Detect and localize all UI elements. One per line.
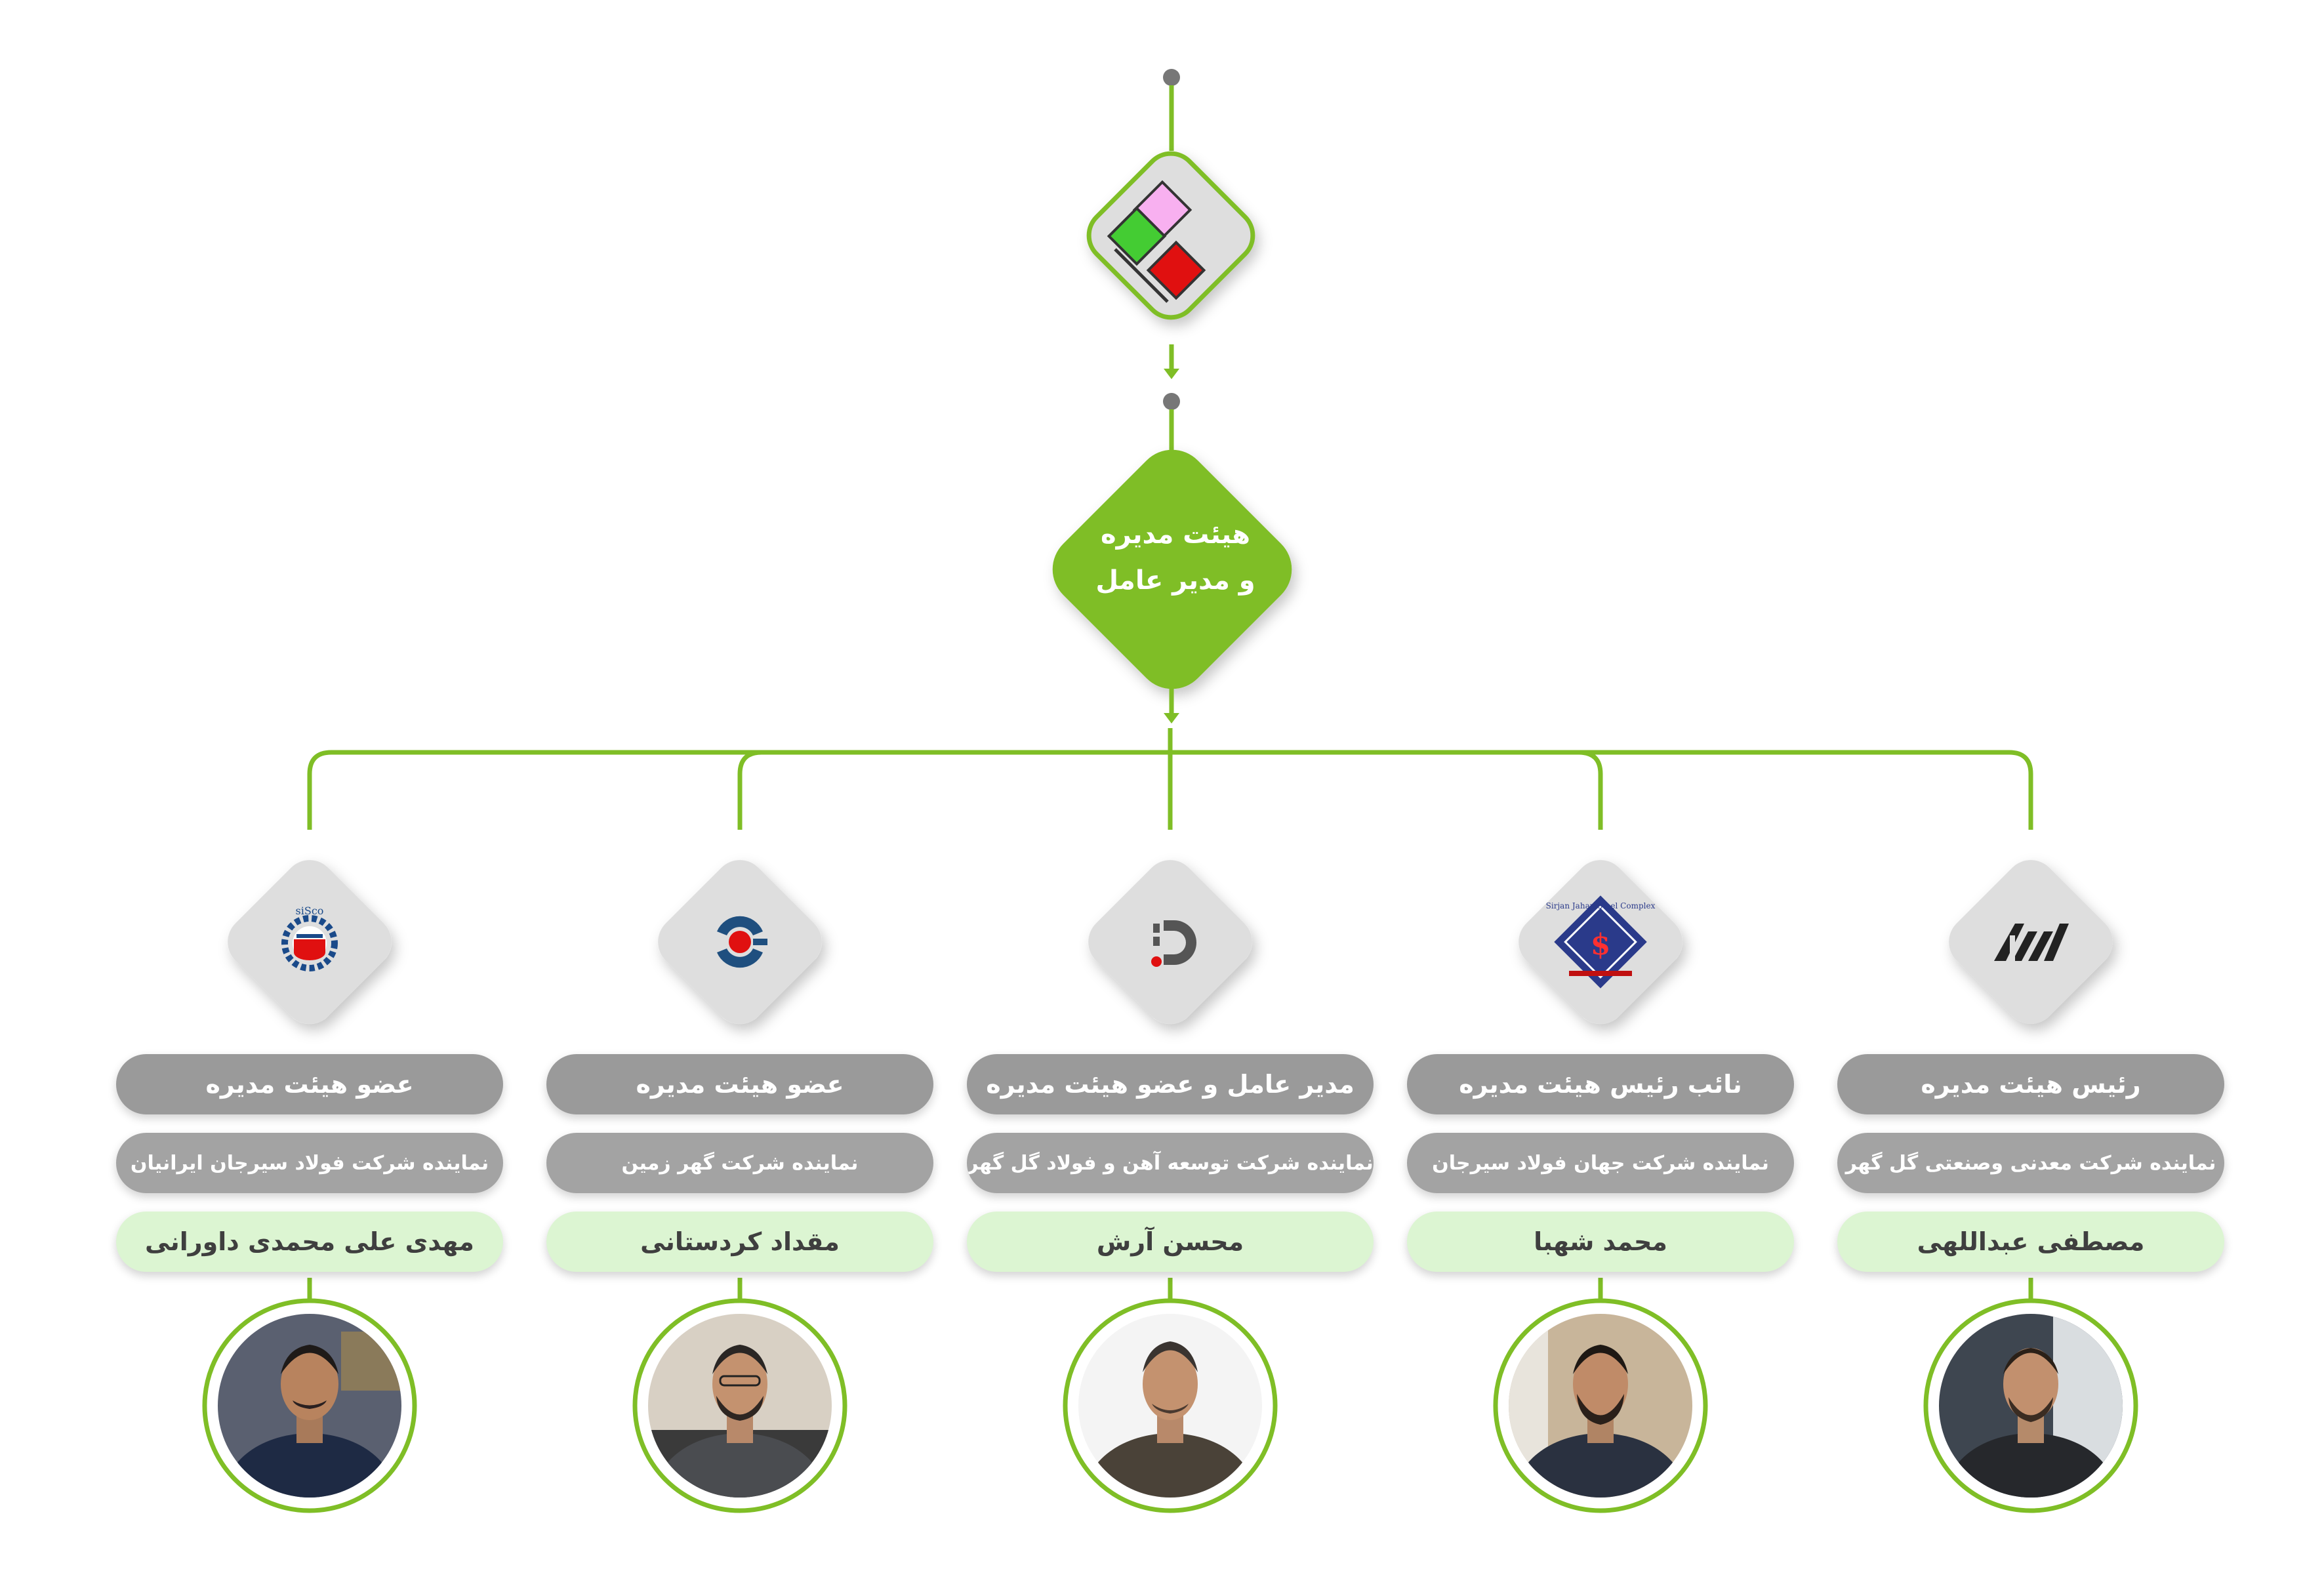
member-title-pill: عضو هیئت مدیره [546, 1054, 933, 1114]
center-arrow [1164, 689, 1179, 724]
portrait-avatar [1923, 1298, 2138, 1513]
portrait-avatar [1063, 1298, 1278, 1513]
portrait-avatar [632, 1298, 847, 1513]
golgohar-iron-steel-logo-icon [1151, 920, 1196, 967]
portrait-avatar [1493, 1298, 1708, 1513]
member-company-pill: نماینده شرکت فولاد سیرجان ایرانیان [116, 1133, 503, 1193]
golgohar-mining-logo-icon [1994, 924, 2069, 961]
center-diamond [1052, 449, 1292, 689]
member-company-pill: نماینده شرکت معدنی وصنعتی گل گهر [1837, 1133, 2224, 1193]
member-name-pill: مصطفی عبداللهی [1837, 1212, 2224, 1272]
company-logo-icon [1107, 180, 1206, 303]
svg-text:$: $ [1591, 928, 1611, 962]
company-logo-diamond [1086, 151, 1255, 320]
member-name-pill: مقداد کردستانی [546, 1212, 933, 1272]
jahan-logo-text: Sirjan Jahan Steel Complex [1546, 901, 1656, 910]
center-node-label: هیئت مدیره و مدیر عامل [1057, 512, 1294, 603]
member-company-pill: نماینده شرکت توسعه آهن و فولاد گل گهر [967, 1133, 1374, 1193]
member-title-pill: نائب رئیس هیئت مدیره [1407, 1054, 1794, 1114]
member-name-pill: مهدی علی محمدی داورانی [116, 1212, 503, 1272]
branch-connectors [307, 728, 2033, 830]
member-logo-diamond [228, 860, 2113, 1024]
center-node-line2: و مدیر عامل [1095, 565, 1255, 596]
member-company-pill: نماینده شرکت گهر زمین [546, 1133, 933, 1193]
top-connector [1163, 69, 1180, 151]
member-title-pill: رئیس هیئت مدیره [1837, 1054, 2224, 1114]
jahan-foolad-sirjan-logo-icon: Sirjan Jahan Steel Complex $ [1546, 895, 1656, 989]
member-title-pill: عضو هیئت مدیره [116, 1054, 503, 1114]
portrait-avatar [202, 1298, 417, 1513]
member-name-pill: محسن آرش [967, 1212, 1374, 1272]
center-node-line1: هیئت مدیره [1100, 520, 1251, 550]
member-title-pill: مدیر عامل و عضو هیئت مدیره [967, 1054, 1374, 1114]
sisco-logo-icon: siSco [281, 905, 338, 971]
member-company-pill: نماینده شرکت جهان فولاد سیرجان [1407, 1133, 1794, 1193]
member-name-pill: محمد شهبا [1407, 1212, 1794, 1272]
sisco-logo-text: siSco [296, 905, 324, 917]
gohar-zamin-logo-icon [717, 916, 767, 968]
